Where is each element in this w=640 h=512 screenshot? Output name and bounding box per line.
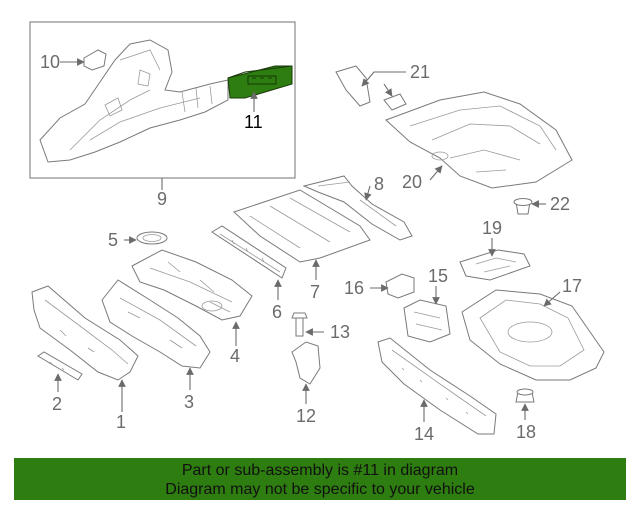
callout-21: 21 bbox=[410, 62, 430, 82]
callout-14: 14 bbox=[414, 424, 434, 444]
part-9-assembly[interactable] bbox=[39, 39, 229, 163]
callout-3: 3 bbox=[184, 392, 194, 412]
callout-4: 4 bbox=[230, 346, 240, 366]
callout-22: 22 bbox=[550, 194, 570, 214]
part-4-floor-pan[interactable] bbox=[131, 249, 253, 321]
callout-7: 7 bbox=[310, 282, 320, 302]
leader-lines bbox=[54, 58, 561, 422]
part-3-reinforcement[interactable] bbox=[101, 279, 211, 369]
part-7-floor-section[interactable] bbox=[233, 189, 371, 263]
callout-labels: 10 11 9 5 2 1 3 4 6 7 8 13 12 14 15 16 1… bbox=[40, 52, 582, 444]
callout-6: 6 bbox=[272, 302, 282, 322]
part-17-tire-well[interactable] bbox=[461, 289, 605, 381]
part-21-bracket[interactable] bbox=[335, 65, 407, 111]
part-16-bracket[interactable] bbox=[385, 273, 415, 299]
part-20-rear-floor[interactable] bbox=[385, 91, 573, 189]
banner-line-2: Diagram may not be specific to your vehi… bbox=[165, 481, 475, 498]
callout-10: 10 bbox=[40, 52, 60, 72]
callout-11: 11 bbox=[244, 112, 263, 132]
info-banner: Part or sub-assembly is #11 in diagram D… bbox=[14, 458, 626, 500]
callout-19: 19 bbox=[482, 218, 502, 238]
callout-20: 20 bbox=[402, 172, 422, 192]
part-18-grommet[interactable] bbox=[515, 388, 535, 403]
part-12-bracket[interactable] bbox=[291, 341, 321, 385]
callout-16: 16 bbox=[344, 278, 364, 298]
part-6-rail[interactable] bbox=[211, 225, 287, 279]
callout-18: 18 bbox=[516, 422, 536, 442]
callout-5: 5 bbox=[108, 230, 118, 250]
callout-17: 17 bbox=[562, 276, 582, 296]
part-8-crossmember[interactable] bbox=[302, 175, 413, 241]
part-14-rail[interactable] bbox=[377, 337, 497, 435]
callout-12: 12 bbox=[296, 406, 316, 426]
part-2-strip[interactable] bbox=[37, 351, 83, 381]
part-5-plug[interactable] bbox=[136, 231, 168, 245]
part-22-clip[interactable] bbox=[513, 198, 533, 215]
banner-line-1: Part or sub-assembly is #11 in diagram bbox=[181, 462, 459, 479]
callout-15: 15 bbox=[428, 266, 448, 286]
part-1-panel[interactable] bbox=[31, 285, 139, 381]
part-10-bracket[interactable] bbox=[83, 49, 107, 71]
callout-9: 9 bbox=[157, 189, 167, 209]
part-19-panel[interactable] bbox=[459, 249, 531, 281]
callout-1: 1 bbox=[116, 412, 126, 432]
callout-13: 13 bbox=[330, 322, 350, 342]
callout-8: 8 bbox=[374, 174, 384, 194]
callout-2: 2 bbox=[52, 394, 62, 414]
part-11-highlighted[interactable] bbox=[227, 65, 293, 99]
part-15-bracket[interactable] bbox=[403, 299, 451, 343]
part-13-bolt[interactable] bbox=[291, 312, 308, 337]
